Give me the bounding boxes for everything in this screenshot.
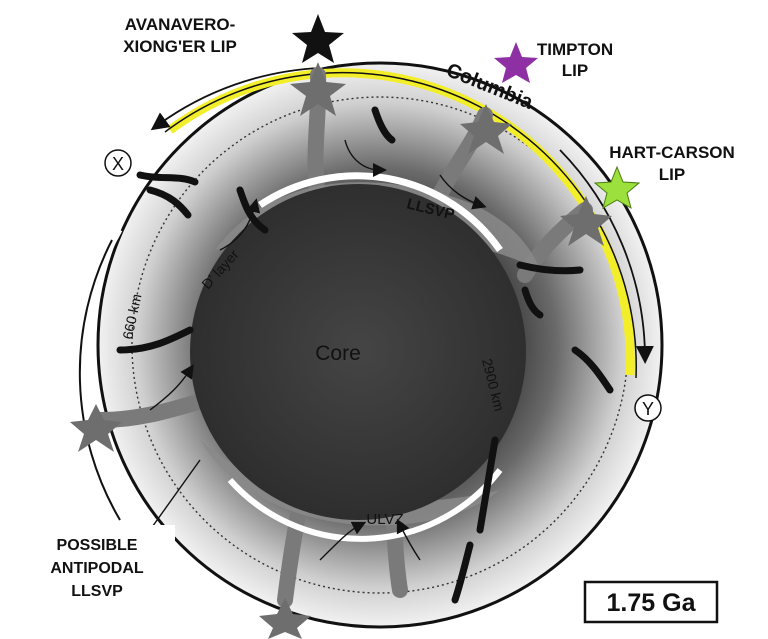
timpton-label-line2: LIP: [562, 61, 588, 80]
antipodal-label-line2: ANTIPODAL: [50, 560, 144, 577]
plume-heads: [70, 62, 612, 639]
antipodal-label-box: [25, 525, 175, 607]
hart-carson-label-line2: LIP: [659, 165, 685, 184]
age-box: [583, 580, 719, 624]
marker-y-label: Y: [642, 399, 654, 419]
marker-x-circle: [104, 149, 132, 177]
ulvz-label: ULVZ: [366, 511, 403, 528]
columbia-outline: [164, 71, 637, 379]
migration-arrow-right: [559, 149, 654, 364]
timpton-star-icon: [494, 42, 538, 83]
hart-carson-star-icon: [593, 165, 641, 210]
antipodal-leader-line: [149, 459, 201, 531]
timpton-label-line1: TIMPTON: [537, 40, 613, 59]
avanavero-star-icon: [292, 14, 344, 63]
core-label: Core: [315, 342, 361, 365]
outer-arc-left: [80, 228, 123, 502]
flow-arrows: [149, 139, 487, 561]
antipodal-label-line1: POSSIBLE: [57, 537, 138, 554]
antipodal-label-line3: LLSVP: [71, 583, 123, 600]
hart-carson-label-line1: HART-CARSON: [609, 143, 735, 162]
age-label: 1.75 Ga: [607, 589, 697, 617]
core: [190, 184, 526, 520]
avanavero-label-line1: AVANAVERO-: [125, 15, 236, 34]
core-gap-top: [258, 172, 503, 253]
avanavero-label-line2: XIONG'ER LIP: [123, 37, 237, 56]
core-gap-bottom: [227, 468, 503, 542]
migration-arrow-left: [150, 67, 321, 131]
subducting-slabs: [116, 106, 614, 604]
outer-arc-left-line: [78, 239, 121, 521]
marker-y-circle: [634, 394, 662, 422]
marker-x-label: X: [112, 154, 124, 174]
